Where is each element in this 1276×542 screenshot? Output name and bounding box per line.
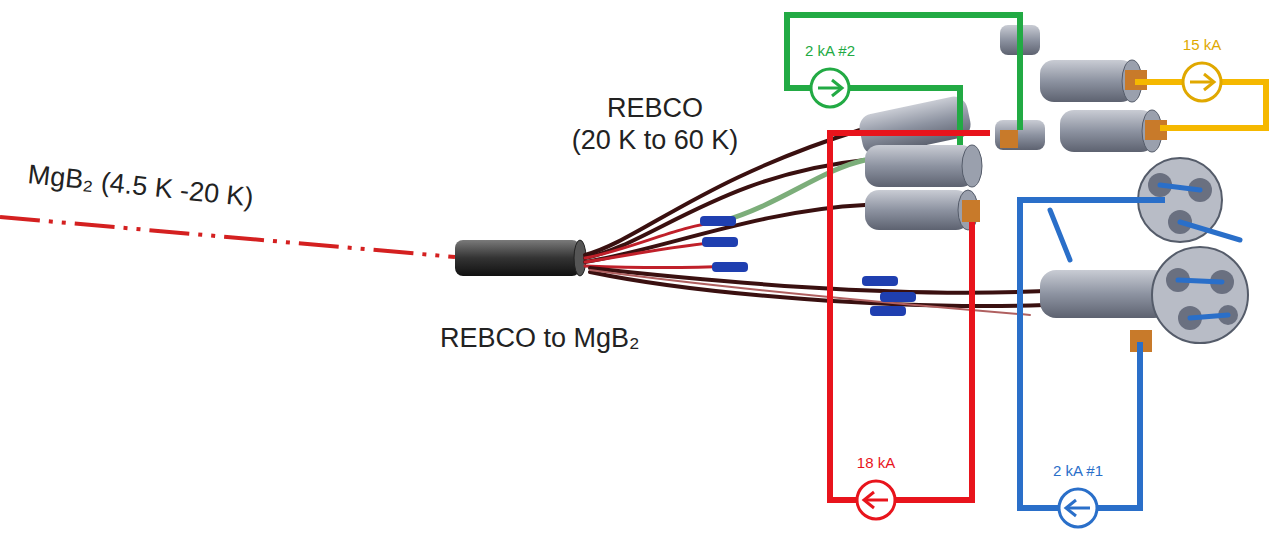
part-label: REBCO to MgB₂: [440, 322, 640, 354]
current-source: 15 kA: [1148, 36, 1256, 104]
source-rating: 15 kA: [1181, 36, 1223, 54]
current-source-symbol: [808, 66, 852, 110]
current-source: 18 kA: [822, 454, 930, 522]
current-source-symbol: [1180, 60, 1224, 104]
source-loops: [787, 15, 1266, 508]
current-source-symbol: [1056, 486, 1100, 530]
current-source: 2 kA #1: [1024, 462, 1132, 530]
lead-canisters: [857, 25, 1248, 352]
part-label: REBCO (20 K to 60 K): [572, 92, 739, 157]
source-rating: 2 kA #2: [803, 42, 857, 60]
mgb2-line: [0, 217, 455, 257]
blue-sleeves: [700, 216, 916, 316]
current-source-symbol: [854, 478, 898, 522]
source-rating: 2 kA #1: [1051, 462, 1105, 480]
source-rating: 18 kA: [855, 454, 897, 472]
blue-busbars: [1050, 185, 1240, 318]
current-source: 2 kA #2: [776, 42, 884, 110]
cable-bundle: [585, 130, 1060, 315]
splice-cylinder: [455, 240, 580, 276]
part-label: MgB₂ (4.5 K -20 K): [26, 158, 255, 214]
